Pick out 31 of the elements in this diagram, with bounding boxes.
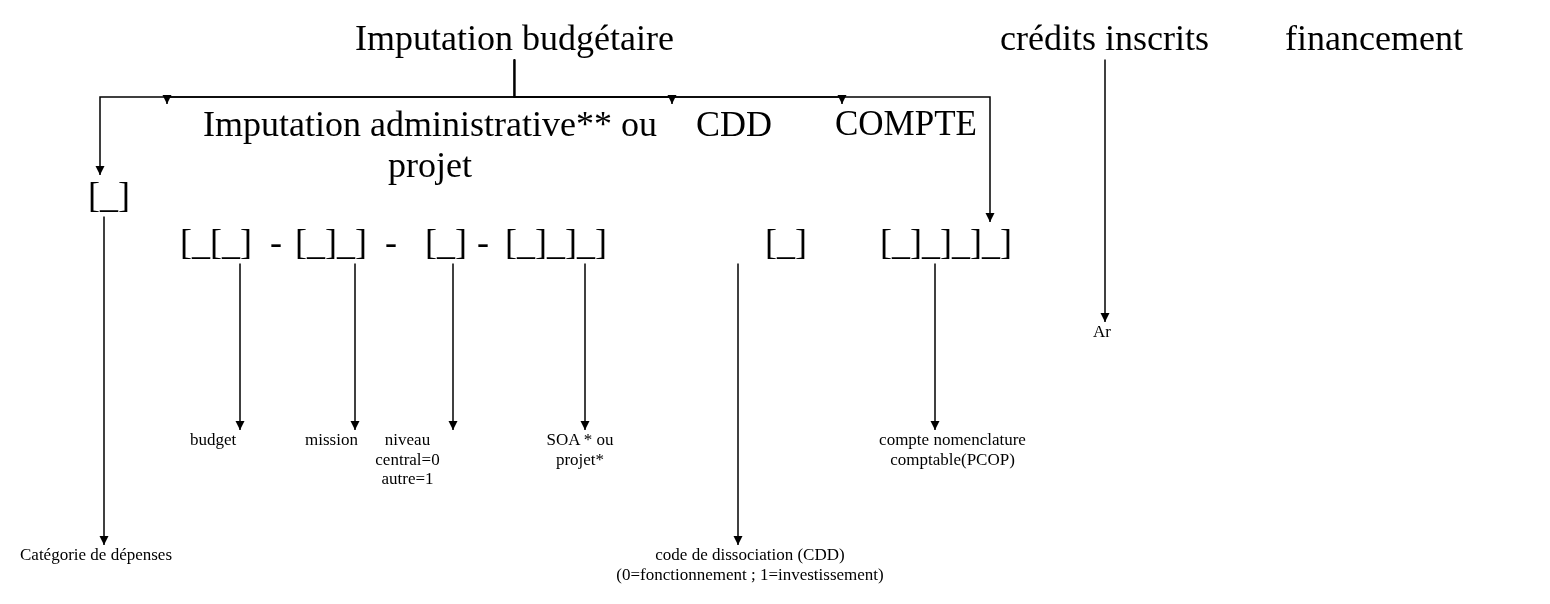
arrow [99,215,109,546]
arrow [448,262,458,431]
code-field-pattern: [_]_] [295,222,367,264]
heading-text: Imputation budgétaire [355,18,674,60]
arrow [1100,58,1110,323]
code-field-pattern: [_]_]_] [505,222,607,264]
code-field-pattern: [_] [425,222,467,264]
section-heading: COMPTE [835,104,977,145]
field-description: compte nomenclature comptable(PCOP) [850,430,1055,470]
field-description: code de dissociation (CDD) (0=fonctionnement ; 1=investissement) [600,545,900,585]
code-field-pattern: [_]_]_]_] [880,222,1012,264]
separator-dash: - [270,222,282,264]
field-description: Catégorie de dépenses [20,545,172,565]
field-description: budget [190,430,237,450]
heading-text: crédits inscrits [1000,18,1209,60]
field-description: niveau central=0 autre=1 [360,430,455,489]
unit-text: Ar [1093,322,1111,342]
heading-text: financement [1285,18,1463,60]
bracket-arrow [513,58,995,223]
arrow [350,262,360,431]
arrow [733,262,743,546]
arrow [580,262,590,431]
field-description: SOA * ou projet* [540,430,620,470]
arrow [930,262,940,431]
code-field-pattern: [_[_] [180,222,252,264]
code-field-pattern: [_] [88,175,130,217]
arrow [235,262,245,431]
code-field-pattern: [_] [765,222,807,264]
separator-dash: - [385,222,397,264]
field-description: mission [305,430,358,450]
separator-dash: - [477,222,489,264]
